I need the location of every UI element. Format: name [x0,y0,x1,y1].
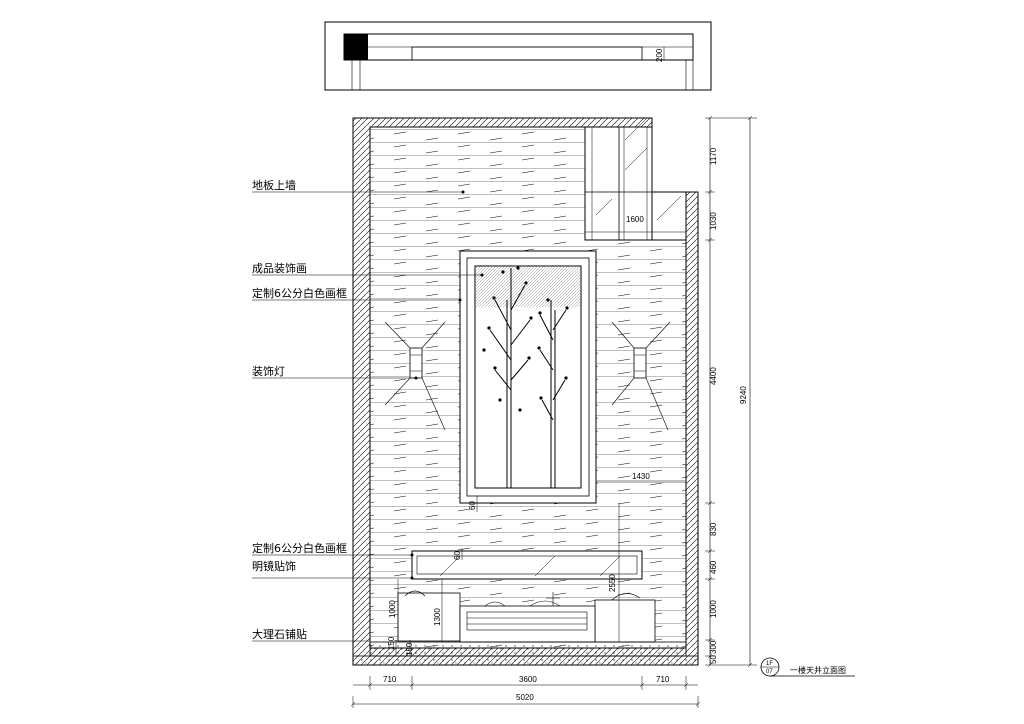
label-custom-frame-top: 定制6公分白色画框 [252,286,347,300]
dim-710-right: 710 [656,675,670,684]
label-mirror-decor: 明镜贴饰 [252,559,296,573]
tree-illustration [489,268,567,488]
dim-60-mirror: 60 [453,551,462,560]
label-marble-paving: 大理石铺贴 [252,627,307,641]
painting-inner-frame [466,257,590,497]
elevation: 1600 [352,117,699,666]
label-decorative-lamp: 装饰灯 [252,364,285,378]
title-block: 1F 07 一楼天井立面图 [760,657,855,677]
leader-labels: 地板上墙 成品装饰画 定制6公分白色画框 装饰灯 定制6公分白色画框 明镜贴饰 … [252,178,484,642]
label-floor-on-wall: 地板上墙 [252,178,296,192]
dim-3600: 3600 [519,675,537,684]
mirror-strip [411,550,643,580]
lamp-right [611,321,671,431]
dim-1000-right: 1000 [709,600,718,618]
floor-base [352,655,699,666]
dim-2550: 2550 [608,574,617,592]
dim-1000: 1000 [388,600,397,618]
label-finished-painting: 成品装饰画 [252,261,307,275]
marble-floor [369,641,687,657]
dim-5020: 5020 [516,693,534,702]
dim-1170: 1170 [709,147,718,165]
plan-opening [411,46,643,61]
painting-sky [476,267,580,307]
dim-300: 300 [709,640,718,654]
dim-9240: 9240 [739,386,748,404]
dim-710-left: 710 [383,675,397,684]
window-grid: 1600 [584,117,687,241]
dim-150-b: 150 [405,642,414,656]
dim-1600: 1600 [626,215,644,224]
painting [459,250,597,504]
water-feature [397,590,656,643]
index-top: 1F [766,661,773,667]
plan-outline [324,21,712,91]
dim-460: 460 [709,560,718,574]
dim-150-a: 150 [387,636,396,650]
tree-leaves [482,266,569,412]
bottom-dimensions: 710 3600 710 5020 [350,675,701,708]
internal-dimensions: 1430 60 60 2550 1300 1000 150 150 [387,472,686,656]
dim-1430: 1430 [632,472,650,481]
plan-column [344,34,368,60]
dim-4400: 4400 [709,367,718,385]
drawing-title: 一楼天井立面图 [790,665,846,675]
top-plan: 200 [324,21,712,91]
dim-50: 50 [709,655,718,664]
label-custom-frame-bottom: 定制6公分白色画框 [252,541,347,555]
index-bottom: 07 [766,669,773,675]
dim-plan-200: 200 [655,48,664,62]
right-dimensions: 1170 1030 4400 830 460 1000 300 50 9240 [705,115,757,668]
dim-830: 830 [709,522,718,536]
dim-1030: 1030 [709,212,718,230]
dim-1300: 1300 [433,608,442,626]
dim-60-frame: 60 [468,501,477,510]
